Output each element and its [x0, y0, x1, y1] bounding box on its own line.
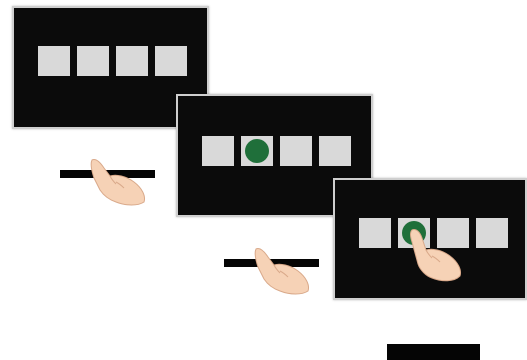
square-3	[437, 218, 469, 248]
black-bar-bottom	[387, 344, 480, 360]
square-1	[38, 46, 70, 76]
square-2	[241, 136, 273, 166]
square-4	[319, 136, 351, 166]
square-4	[476, 218, 508, 248]
selection-dot	[245, 139, 269, 163]
square-3	[280, 136, 312, 166]
square-2	[77, 46, 109, 76]
screen-panel-1	[12, 6, 209, 129]
screen-panel-3	[333, 178, 527, 300]
pointing-hand-icon	[410, 229, 461, 282]
square-1	[202, 136, 234, 166]
square-4	[155, 46, 187, 76]
hand-icon	[254, 248, 309, 295]
square-3	[116, 46, 148, 76]
square-1	[359, 218, 391, 248]
hand-icon	[90, 159, 145, 206]
